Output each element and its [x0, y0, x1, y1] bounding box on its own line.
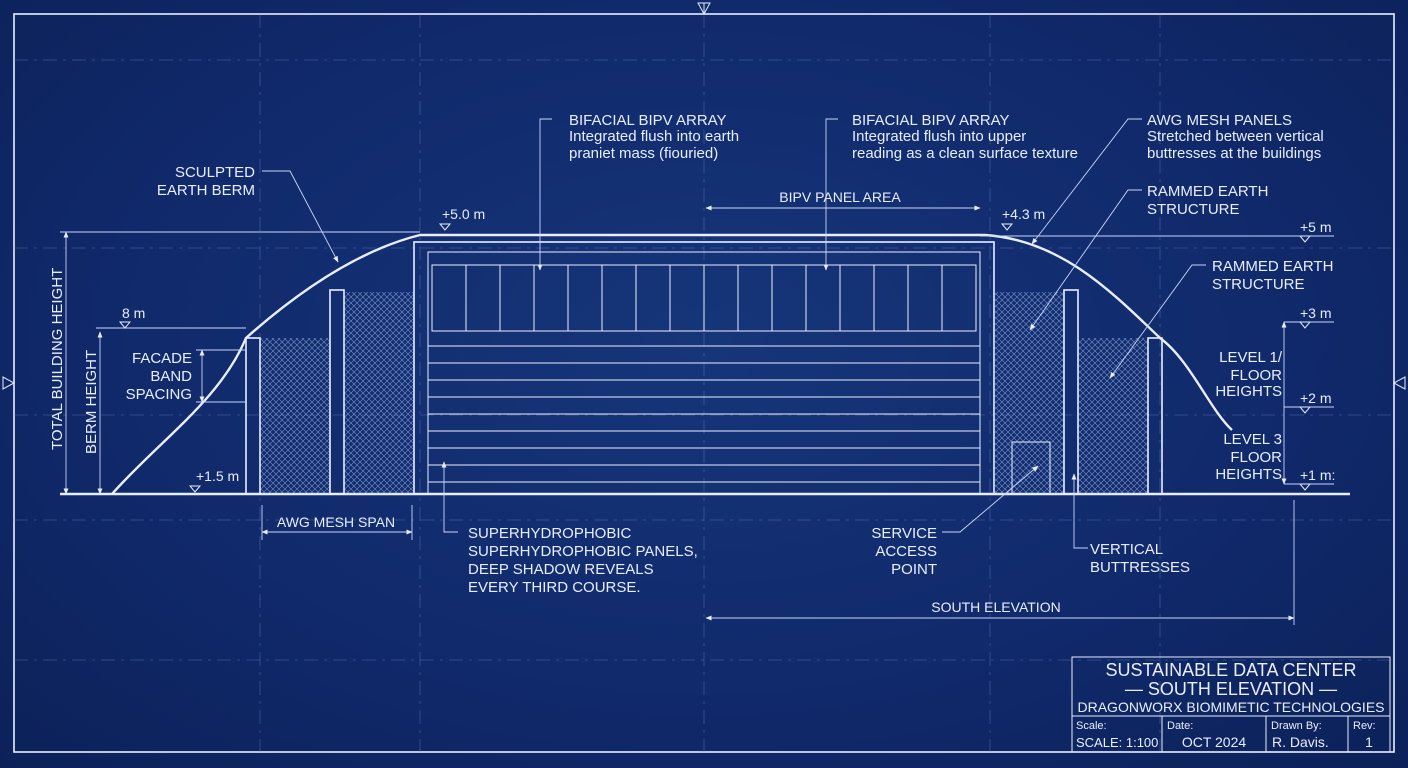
construction-grid: [14, 14, 1394, 752]
rammed-earth-1-line2: STRUCTURE: [1147, 201, 1240, 218]
awg-mesh-title: AWG MESH PANELS: [1147, 112, 1292, 129]
tb-drawn-label: Drawn By:: [1271, 720, 1322, 732]
bipv-right-line1: Integrated flush into upper: [852, 128, 1026, 145]
left-buttresses: [245, 289, 345, 495]
tb-company: DRAGONWORX BIOMIMETIC TECHNOLOGIES: [1078, 699, 1385, 715]
rammed-earth-2-line2: STRUCTURE: [1212, 276, 1305, 293]
level-5-0: +5.0 m: [442, 206, 485, 222]
facade-line3: SPACING: [126, 386, 192, 403]
tb-rev-value: 1: [1365, 734, 1373, 750]
tb-date-label: Date:: [1167, 720, 1193, 732]
tb-title1: SUSTAINABLE DATA CENTER: [1105, 660, 1356, 680]
level1-line1: LEVEL 1/: [1219, 349, 1283, 366]
level-markers: [118, 223, 1312, 493]
service-door: [1011, 441, 1051, 495]
berm-height-label: BERM HEIGHT: [83, 350, 100, 454]
total-height-label: TOTAL BUILDING HEIGHT: [49, 268, 66, 450]
berm-line2: EARTH BERM: [157, 182, 255, 199]
level-4-3: +4.3 m: [1002, 206, 1045, 222]
level1-line2: FLOOR: [1230, 367, 1282, 384]
superhydro-line2: SUPERHYDROPHOBIC PANELS,: [468, 543, 698, 560]
service-line1: SERVICE: [871, 525, 937, 542]
awg-mesh-line1: Stretched between vertical: [1147, 128, 1324, 145]
centre-markers: [2, 2, 1406, 390]
tb-date-value: OCT 2024: [1182, 734, 1247, 750]
level3-line1: LEVEL 3: [1223, 431, 1282, 448]
level3-line3: HEIGHTS: [1215, 466, 1282, 483]
awg-mesh-span-label: AWG MESH SPAN: [277, 514, 395, 530]
level-8: 8 m: [122, 305, 145, 321]
buttresses-line2: BUTTRESSES: [1090, 559, 1190, 576]
superhydro-line4: EVERY THIRD COURSE.: [468, 579, 641, 596]
bipv-left-line1: Integrated flush into earth: [569, 128, 739, 145]
tb-rev-label: Rev:: [1353, 720, 1376, 732]
superhydro-line3: DEEP SHADOW REVEALS: [468, 561, 654, 578]
right-buttresses: [1063, 289, 1163, 495]
awg-mesh-line2: buttresses at the buildings: [1147, 145, 1321, 162]
rammed-earth-2-line1: RAMMED EARTH: [1212, 258, 1333, 275]
facade-line2: BAND: [150, 368, 192, 385]
tb-drawn-value: R. Davis.: [1272, 734, 1329, 750]
level-r-3: +3 m: [1300, 305, 1332, 321]
dimension-lines: [60, 205, 1334, 625]
berm-line1: SCULPTED: [175, 164, 255, 181]
left-inner-mesh: [344, 292, 414, 494]
right-inner-mesh: [994, 292, 1064, 494]
leader-lines: [262, 118, 1206, 549]
earth-berm-outline: [111, 233, 1233, 495]
level-r-1: +1 m:: [1300, 467, 1335, 483]
bipv-right-line2: reading as a clean surface texture: [852, 145, 1078, 162]
tb-scale-value: SCALE: 1:100: [1076, 735, 1158, 750]
tb-scale-label: Scale:: [1076, 720, 1107, 732]
central-building: [413, 241, 995, 495]
south-elevation-label: SOUTH ELEVATION: [931, 599, 1060, 615]
superhydro-line1: SUPERHYDROPHOBIC: [468, 525, 632, 542]
level-1-5: +1.5 m: [196, 468, 239, 484]
level-r-2: +2 m: [1300, 390, 1332, 406]
bipv-left-title: BIFACIAL BIPV ARRAY: [569, 112, 727, 129]
level3-line2: FLOOR: [1230, 449, 1282, 466]
left-outer-mesh: [260, 338, 330, 494]
service-line2: ACCESS: [875, 543, 937, 560]
facade-line1: FACADE: [132, 350, 192, 367]
right-outer-mesh: [1078, 338, 1148, 494]
service-line3: POINT: [891, 561, 937, 578]
bipv-panel-area-label: BIPV PANEL AREA: [779, 189, 901, 205]
bipv-left-line2: praniet mass (fiouried): [569, 145, 718, 162]
buttresses-line1: VERTICAL: [1090, 541, 1163, 558]
bipv-right-title: BIFACIAL BIPV ARRAY: [852, 112, 1010, 129]
tb-title2: — SOUTH ELEVATION —: [1125, 679, 1337, 699]
rammed-earth-1-line1: RAMMED EARTH: [1147, 183, 1268, 200]
title-block: [1071, 656, 1391, 753]
level1-line3: HEIGHTS: [1215, 383, 1282, 400]
level-r-5: +5 m: [1300, 219, 1332, 235]
